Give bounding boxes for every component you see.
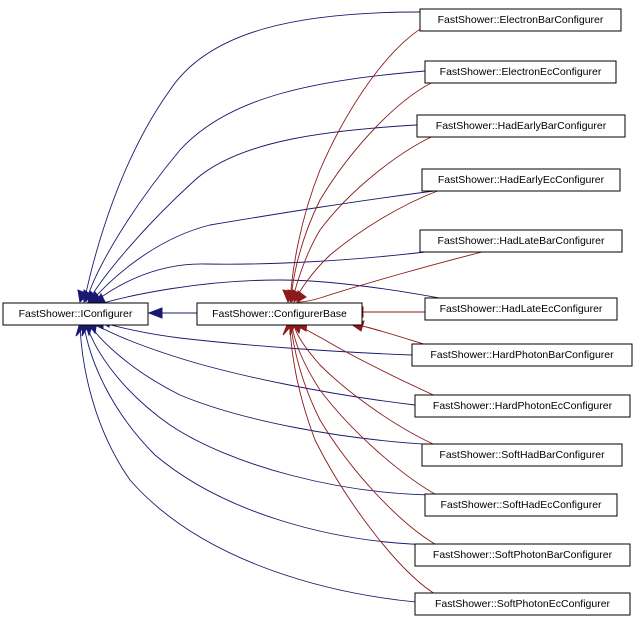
node-label: FastShower::SoftPhotonBarConfigurer (433, 549, 613, 561)
edge-electronbar-to-iconfigurer (83, 11, 421, 303)
edge-hadlatebar-to-iconfigurer (91, 251, 426, 305)
node-electronbarconfigurer[interactable]: FastShower::ElectronBarConfigurer (419, 8, 622, 32)
edge-electronec-to-configurerbase (290, 78, 441, 303)
node-label: FastShower::HardPhotonBarConfigurer (430, 349, 614, 361)
node-softphotonecconfigurer[interactable]: FastShower::SoftPhotonEcConfigurer (414, 592, 631, 616)
node-label: FastShower::SoftHadEcConfigurer (440, 499, 602, 511)
node-label: FastShower::ElectronBarConfigurer (438, 14, 604, 26)
inheritance-edges (75, 11, 491, 606)
edge-electronec-to-iconfigurer (85, 70, 426, 303)
class-nodes: FastShower::IConfigurer FastShower::Conf… (2, 8, 633, 616)
edge-electronbar-to-configurerbase (289, 19, 441, 303)
node-label: FastShower::HadEarlyEcConfigurer (438, 174, 605, 186)
node-softphotonbarconfigurer[interactable]: FastShower::SoftPhotonBarConfigurer (414, 543, 631, 567)
edge-softhadbar-to-configurerbase (293, 324, 441, 448)
node-label: FastShower::SoftPhotonEcConfigurer (435, 598, 611, 610)
edge-hadearlybar-to-iconfigurer (87, 124, 418, 303)
edge-softphotonbar-to-configurerbase (290, 324, 441, 548)
node-iconfigurer[interactable]: FastShower::IConfigurer (2, 302, 149, 326)
node-label: FastShower::ElectronEcConfigurer (440, 66, 602, 78)
node-label: FastShower::ConfigurerBase (212, 308, 347, 320)
edge-hadearlybar-to-configurerbase (291, 132, 441, 303)
node-hadlatebarconfigurer[interactable]: FastShower::HadLateBarConfigurer (419, 229, 623, 253)
node-label: FastShower::HadLateBarConfigurer (438, 235, 605, 247)
node-label: FastShower::HadLateEcConfigurer (440, 303, 603, 315)
arrowhead (147, 307, 163, 319)
edge-softphotonec-to-configurerbase (289, 324, 441, 598)
edge-hadlatebar-to-configurerbase (297, 249, 491, 303)
edge-softhadec-to-iconfigurer (86, 325, 441, 496)
edge-hadlateec-to-iconfigurer (95, 279, 461, 306)
edge-softphotonbar-to-iconfigurer (83, 325, 446, 546)
edge-hadearlyec-to-iconfigurer (89, 187, 459, 304)
node-label: FastShower::HardPhotonEcConfigurer (433, 400, 613, 412)
node-configurerbase[interactable]: FastShower::ConfigurerBase (196, 302, 363, 326)
node-hadlateecconfigurer[interactable]: FastShower::HadLateEcConfigurer (424, 297, 618, 321)
node-softhadecconfigurer[interactable]: FastShower::SoftHadEcConfigurer (424, 493, 618, 517)
edge-softhadbar-to-iconfigurer (89, 324, 441, 446)
node-hadearlybarconfigurer[interactable]: FastShower::HadEarlyBarConfigurer (416, 114, 626, 138)
node-label: FastShower::IConfigurer (19, 308, 133, 320)
edge-hadearlyec-to-configurerbase (293, 189, 441, 303)
node-electronecconfigurer[interactable]: FastShower::ElectronEcConfigurer (424, 60, 617, 84)
edge-hardphotonec-to-iconfigurer (93, 323, 416, 406)
edge-softhadec-to-configurerbase (291, 324, 441, 498)
node-label: FastShower::SoftHadBarConfigurer (439, 449, 605, 461)
node-softhadbarconfigurer[interactable]: FastShower::SoftHadBarConfigurer (421, 443, 623, 467)
node-hardphotonecconfigurer[interactable]: FastShower::HardPhotonEcConfigurer (414, 394, 631, 418)
node-hardphotonbarconfigurer[interactable]: FastShower::HardPhotonBarConfigurer (411, 343, 633, 367)
edge-softphotonec-to-iconfigurer (79, 325, 461, 606)
node-hadearlyecconfigurer[interactable]: FastShower::HadEarlyEcConfigurer (421, 168, 621, 192)
edge-hardphotonbar-to-iconfigurer (99, 321, 413, 356)
node-label: FastShower::HadEarlyBarConfigurer (436, 120, 607, 132)
